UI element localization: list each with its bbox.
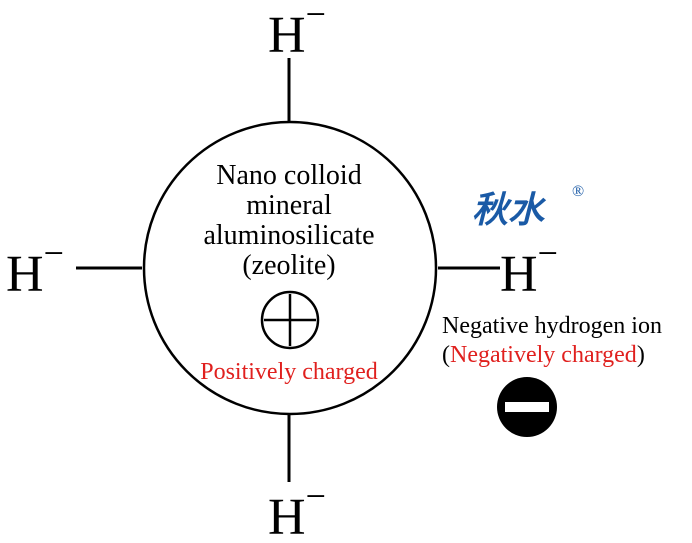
negative-charge-icon	[497, 377, 557, 437]
positive-charge-label: Positively charged	[200, 359, 378, 385]
ion-right: H−	[500, 233, 558, 303]
ion-top: H−	[268, 0, 326, 64]
legend-title: Negative hydrogen ion	[442, 313, 662, 339]
center-line-1: Nano colloid	[216, 160, 361, 191]
positive-charge-icon	[260, 290, 320, 350]
brand-name: 秋水	[472, 189, 547, 231]
brand-logo: 秋水 ®	[472, 183, 584, 231]
ion-left: H−	[6, 233, 64, 303]
center-line-2: mineral	[246, 190, 332, 221]
brand-registered-mark: ®	[572, 183, 584, 200]
ion-bottom: H−	[268, 476, 326, 543]
zeolite-particle	[142, 120, 438, 416]
center-line-4: (zeolite)	[242, 250, 335, 281]
center-line-3: aluminosilicate	[203, 220, 374, 251]
legend-charge-line: (Negatively charged)	[442, 342, 645, 368]
